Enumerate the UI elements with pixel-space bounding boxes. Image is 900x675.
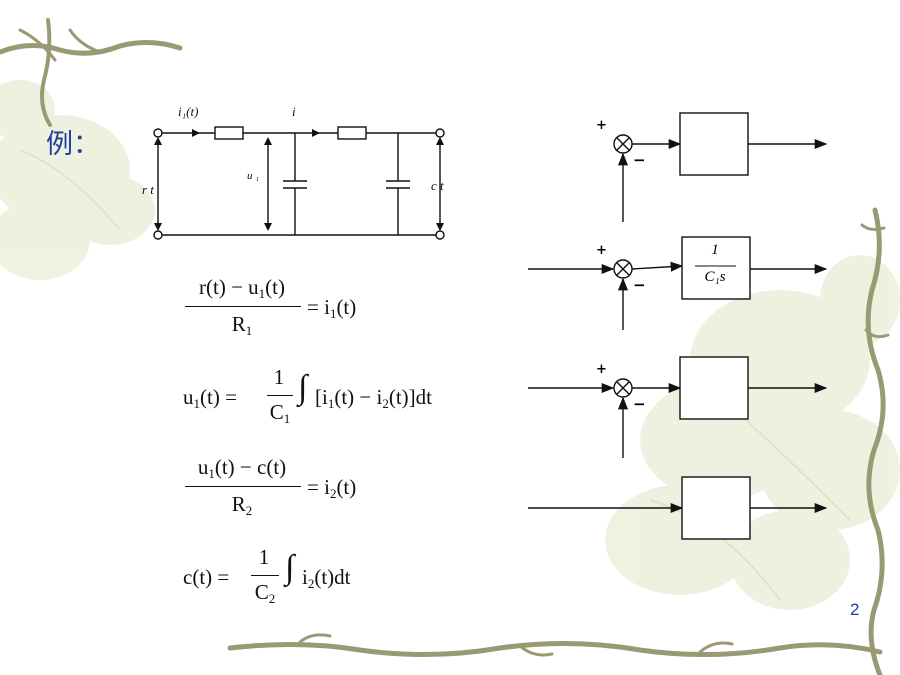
eq1-numerator: r(t) − u1(t): [199, 275, 285, 301]
current-arrow-i: [312, 129, 320, 137]
label-i: i: [292, 104, 296, 119]
circuit-diagram: [153, 126, 445, 240]
eq2-numerator: 1: [273, 365, 285, 389]
terminal-out-bottom: [435, 230, 445, 240]
eq2-lhs: u1(t) =: [183, 385, 237, 411]
block-2: [681, 236, 751, 300]
eq2-denominator: C1: [269, 400, 291, 426]
resistor-r2: [337, 126, 367, 140]
eq3-fraction-line: [185, 486, 301, 488]
vine-decoration: [0, 18, 890, 675]
eq4-denominator: C2: [254, 580, 276, 606]
terminal-in-bottom: [153, 230, 163, 240]
minus-sign-3: −: [633, 395, 646, 413]
eq2-integral-sign: ∫: [298, 369, 308, 406]
label-ct: c t: [431, 178, 444, 193]
minus-sign-1: −: [633, 151, 646, 169]
equation-4: c(t) = 1 C2 ∫ i2(t)dt: [183, 545, 513, 615]
eq3-rhs: = i2(t): [307, 475, 357, 501]
block-1: [679, 112, 749, 176]
terminal-out-top: [435, 128, 445, 138]
eq4-numerator: 1: [258, 545, 270, 569]
equation-3: u1(t) − c(t) R2 = i2(t): [183, 455, 513, 525]
block-row-3: [528, 356, 828, 458]
terminal-in-top: [153, 128, 163, 138]
eq2-fraction-line: [267, 395, 293, 397]
block-row-1: [613, 112, 828, 222]
label-u1: u ₁: [247, 170, 260, 182]
block2-numerator: 1: [711, 242, 719, 258]
page-number: 2: [850, 600, 860, 619]
block-row-2: [528, 236, 828, 330]
slide-title: 例：: [46, 129, 100, 160]
eq1-denominator: R1: [231, 312, 253, 338]
equation-1: r(t) − u1(t) R1 = i1(t): [183, 275, 513, 345]
label-i1: i₁(t): [178, 104, 199, 119]
minus-sign-2: −: [633, 276, 646, 294]
equation-2: u1(t) = 1 C1 ∫ [i1(t) − i2(t)]dt: [183, 365, 513, 435]
eq1-fraction-line: [185, 306, 301, 308]
block-row-4: [528, 476, 828, 540]
eq4-lhs: c(t) =: [183, 565, 230, 589]
block2-denominator: C₁s: [704, 269, 726, 285]
plus-sign-3: +: [596, 362, 607, 377]
eq1-rhs: = i1(t): [307, 295, 357, 321]
eq4-integral-sign: ∫: [285, 549, 295, 586]
eq3-denominator: R2: [231, 492, 253, 518]
block-diagrams: [528, 112, 828, 540]
eq4-fraction-line: [251, 575, 279, 577]
resistor-r1: [214, 126, 244, 140]
label-rt: r t: [142, 182, 154, 197]
eq2-integrand: [i1(t) − i2(t)]dt: [315, 385, 432, 411]
current-arrow-i1: [192, 129, 200, 137]
block-4: [681, 476, 751, 540]
eq4-integrand: i2(t)dt: [302, 565, 351, 591]
plus-sign-2: +: [596, 243, 607, 258]
eq3-numerator: u1(t) − c(t): [197, 455, 287, 481]
block-3: [679, 356, 749, 420]
plus-sign-1: +: [596, 118, 607, 133]
